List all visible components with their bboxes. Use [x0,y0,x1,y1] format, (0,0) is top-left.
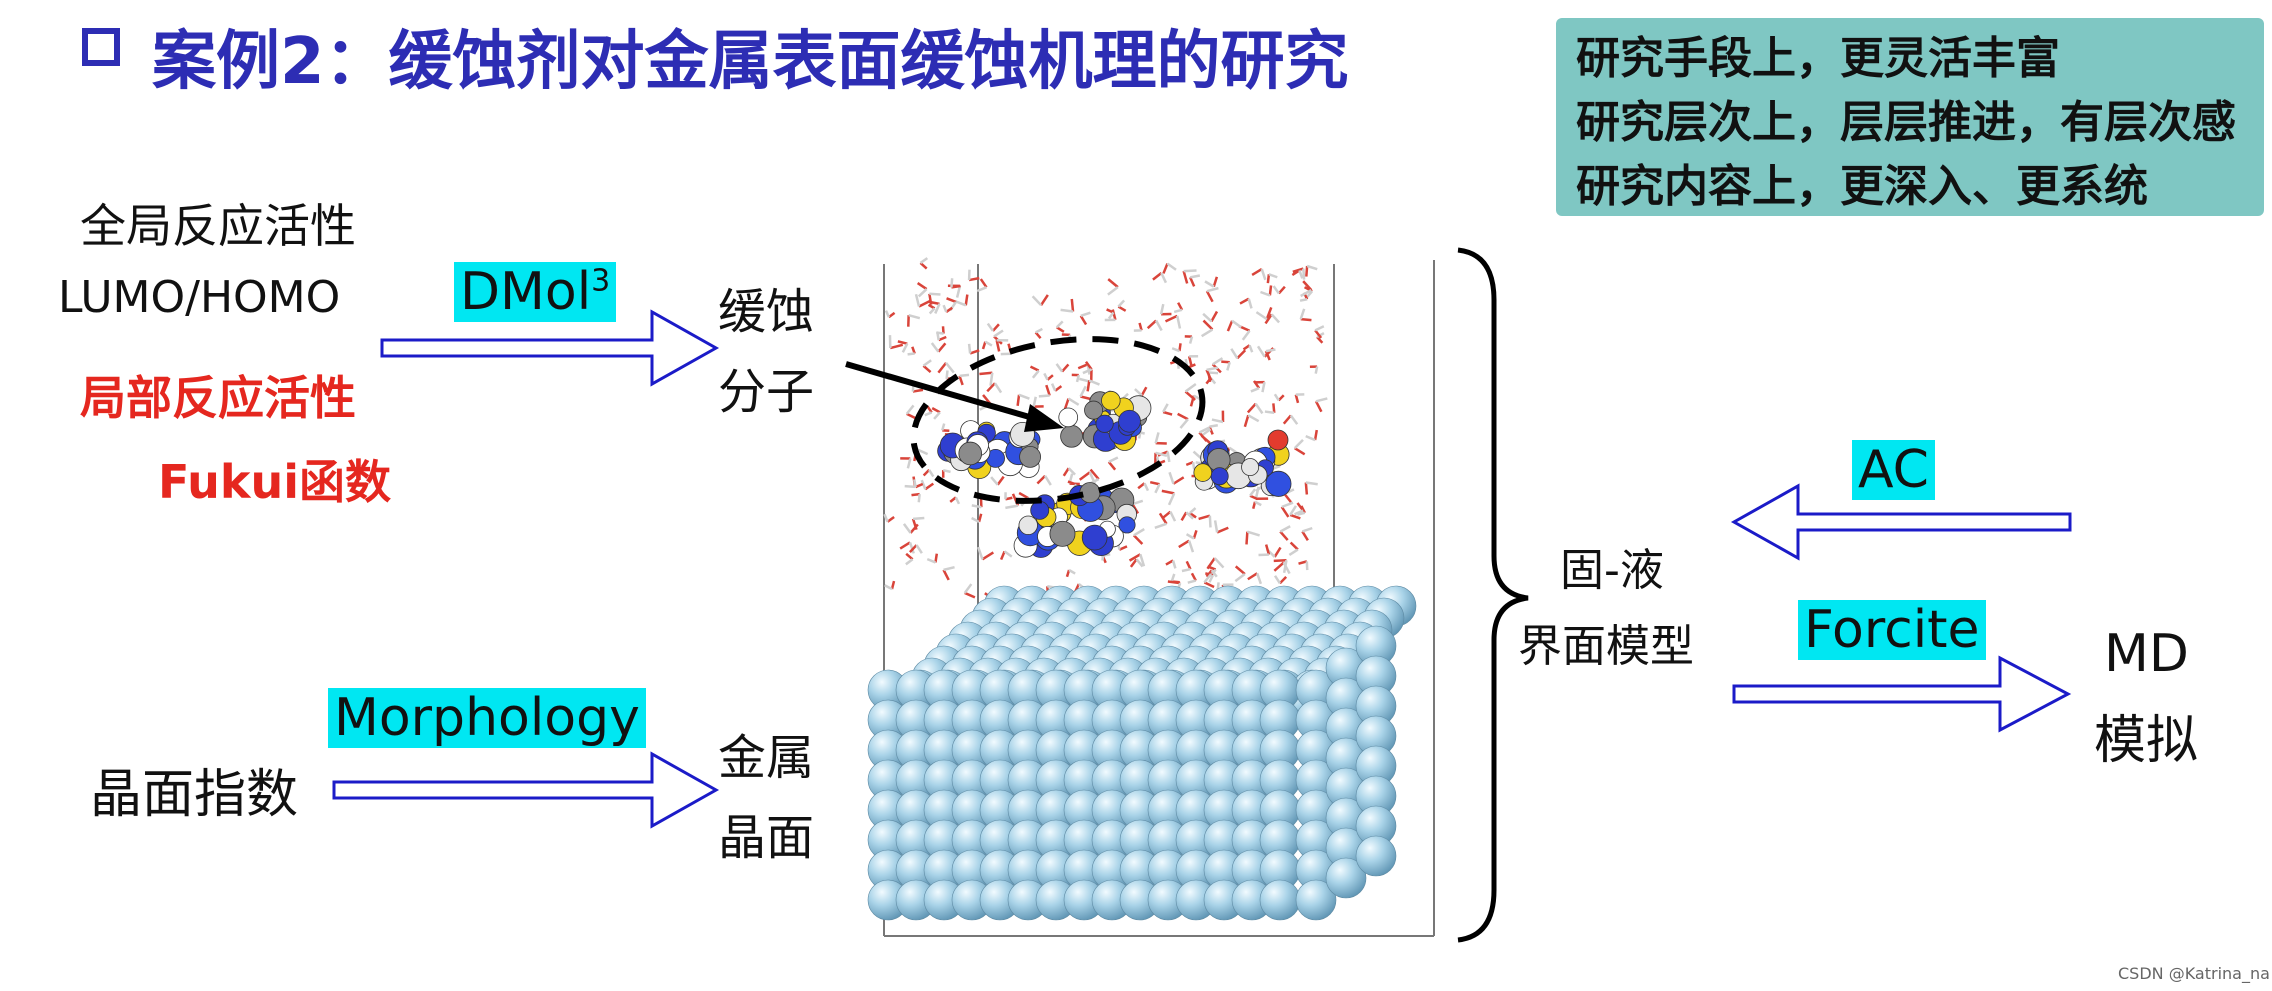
right-brace [1458,250,1528,940]
arrow-morphology [334,754,716,826]
inhibitor-molecules [938,391,1291,557]
arrow-ac [1734,486,2070,558]
metal-slab [868,586,1416,920]
arrow-forcite [1734,658,2068,730]
arrow-dmol [382,312,716,384]
